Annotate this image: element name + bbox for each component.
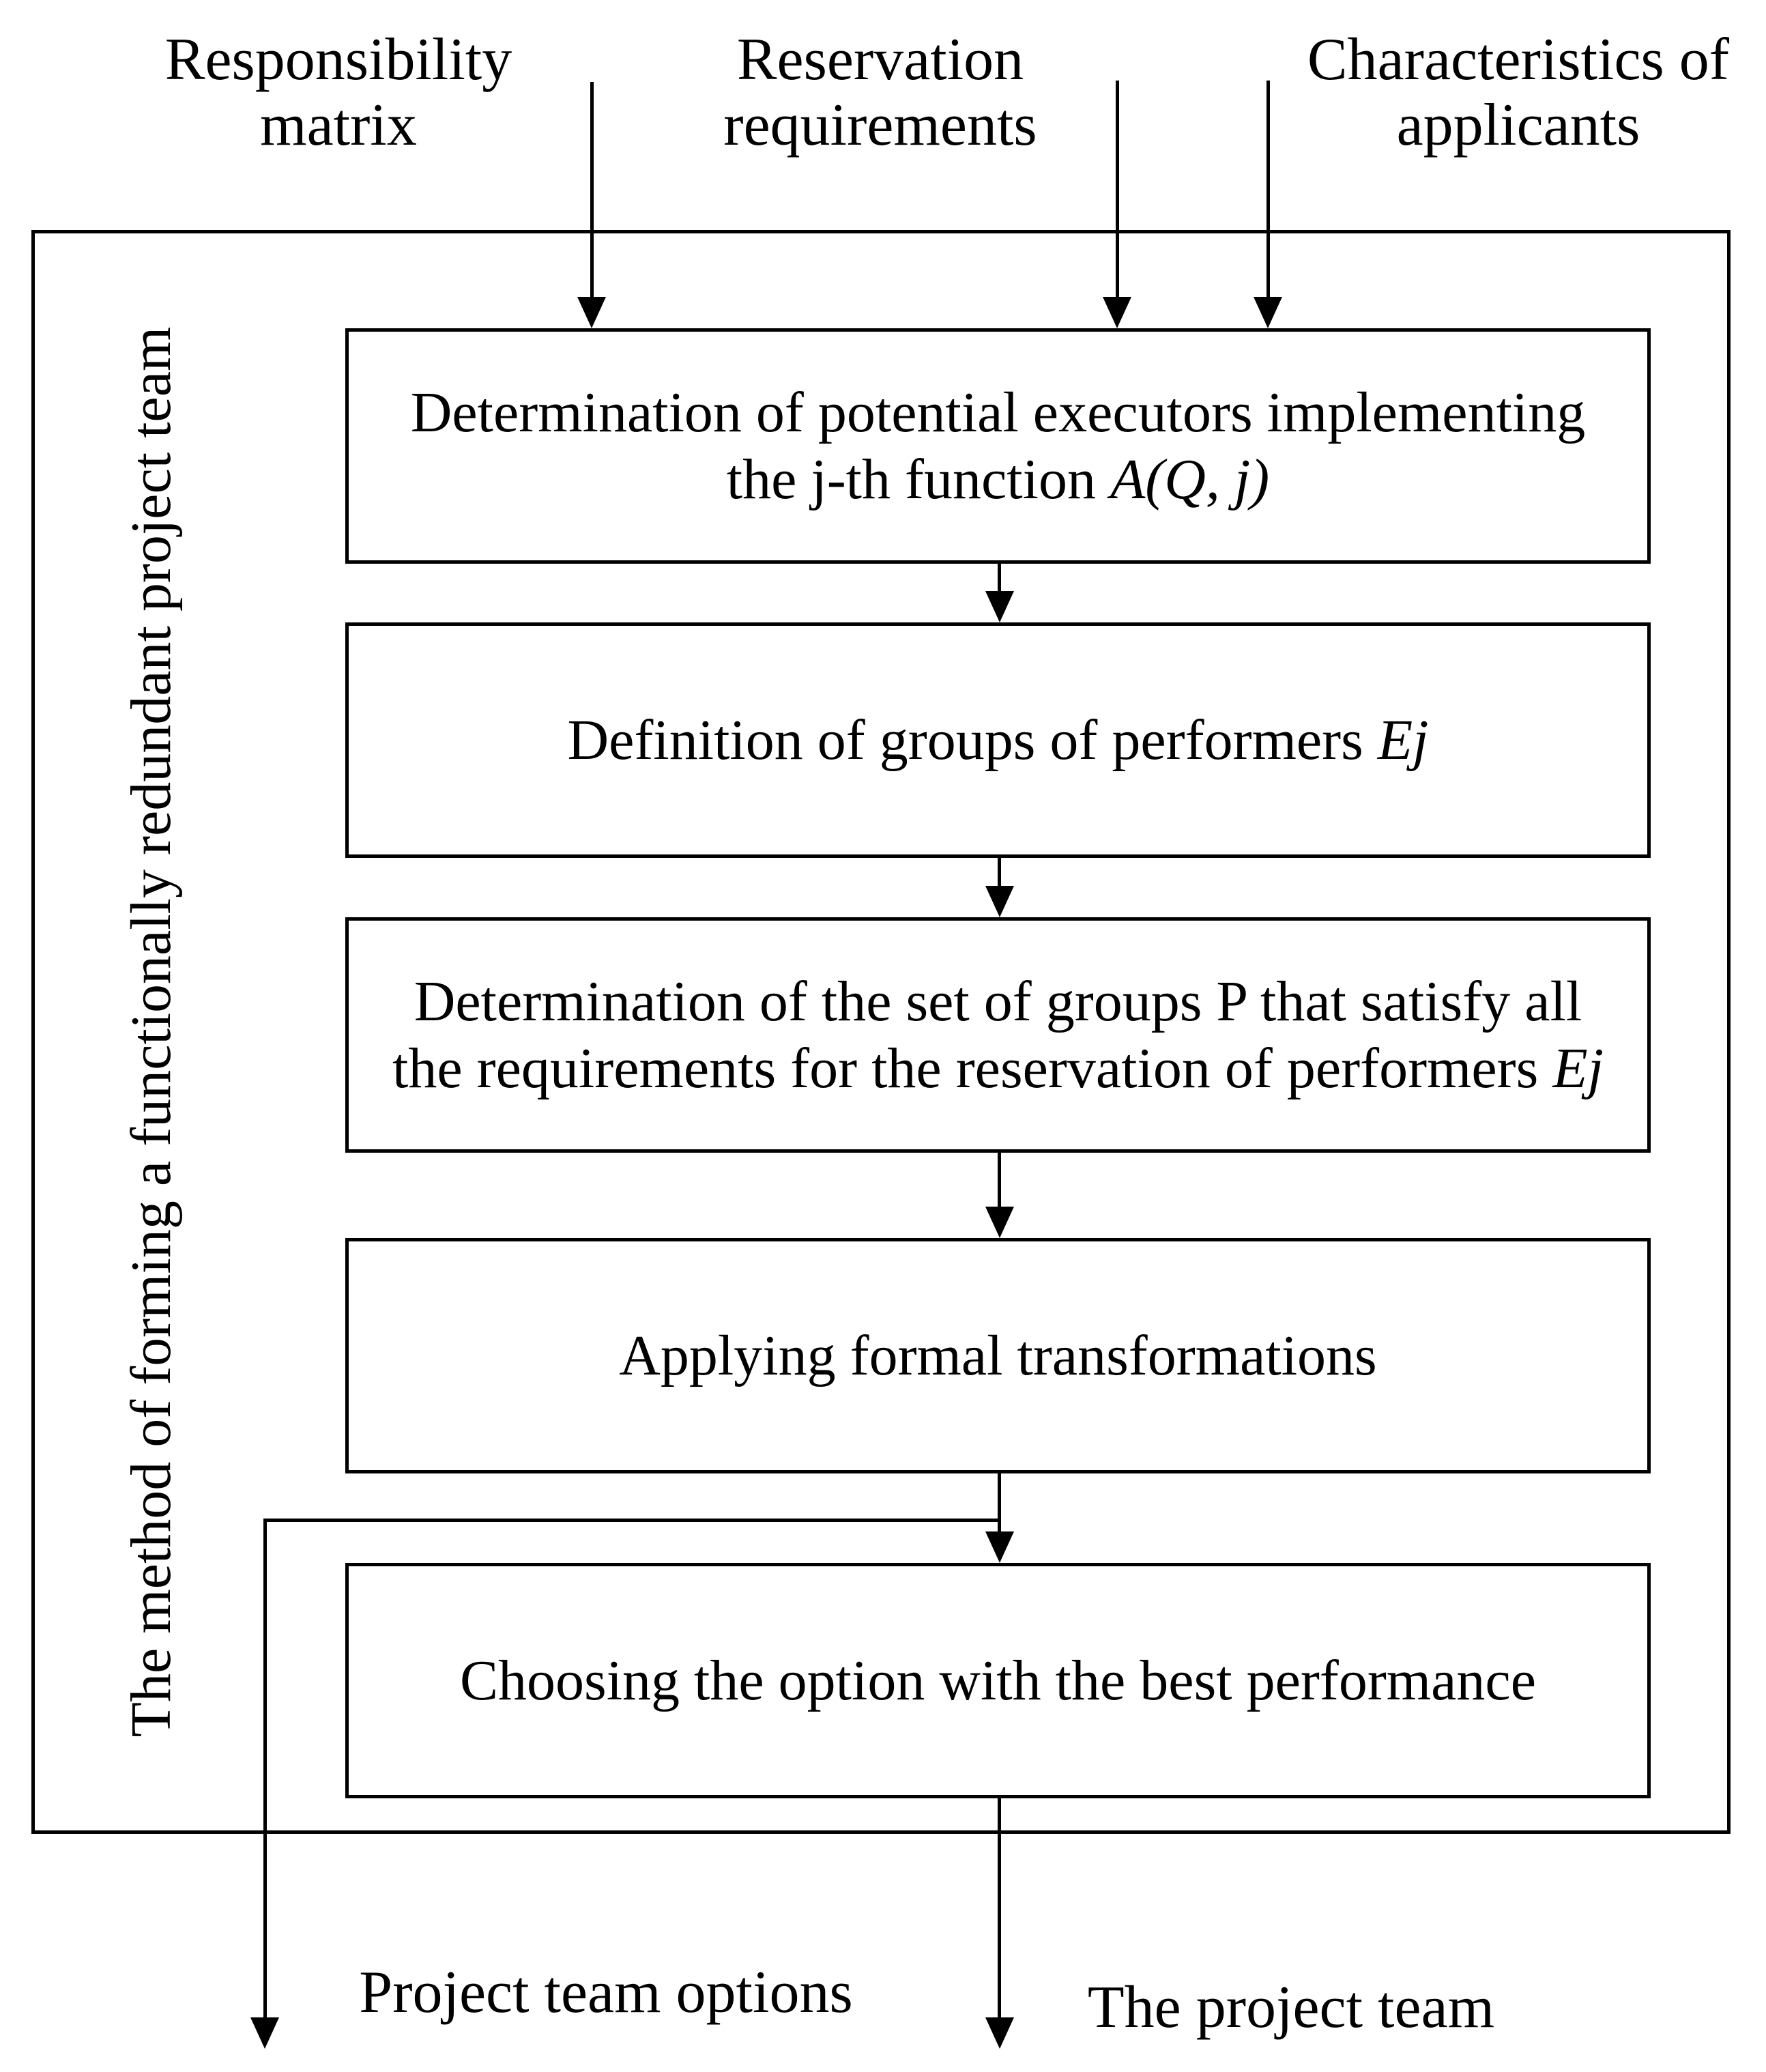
arrow-down-icon bbox=[985, 886, 1014, 917]
arrow-down-icon bbox=[250, 2017, 279, 2049]
output-label-the-project-team: The project team bbox=[1087, 1974, 1495, 2041]
input-arrow-line-3 bbox=[1266, 81, 1270, 300]
step-text-main: Choosing the option with the best perfor… bbox=[459, 1648, 1536, 1712]
output-line-right bbox=[998, 1797, 1001, 2019]
arrow-down-icon bbox=[985, 1207, 1014, 1238]
input-label-responsibility-matrix: Responsibility matrix bbox=[164, 27, 512, 158]
branch-line-horizontal bbox=[265, 1519, 1000, 1522]
method-side-label: The method of forming a functionally red… bbox=[119, 326, 183, 1738]
arrow-down-icon bbox=[1103, 297, 1131, 328]
step-text: Determination of the set of groups P tha… bbox=[392, 968, 1604, 1102]
step-text: Definition of groups of performers Ej bbox=[567, 707, 1428, 774]
output-label-project-team-options: Project team options bbox=[359, 1959, 853, 2026]
step-text: Choosing the option with the best perfor… bbox=[460, 1647, 1536, 1714]
step-box-formal-transformations: Applying formal transformations bbox=[345, 1238, 1651, 1473]
step-text: Determination of potential executors imp… bbox=[411, 379, 1586, 513]
step-box-define-groups: Definition of groups of performers Ej bbox=[345, 622, 1651, 858]
step-box-choose-best-option: Choosing the option with the best perfor… bbox=[345, 1563, 1651, 1798]
arrow-down-icon bbox=[985, 2017, 1014, 2049]
step-text-main: Determination of the set of groups P tha… bbox=[392, 969, 1582, 1100]
step-box-determine-executors: Determination of potential executors imp… bbox=[345, 328, 1651, 564]
step-text-main: Applying formal transformations bbox=[619, 1323, 1377, 1387]
step-text-math: A(Q, j) bbox=[1110, 447, 1270, 511]
arrow-down-icon bbox=[577, 297, 606, 328]
connector-line-step4-step5 bbox=[998, 1472, 1001, 1536]
step-text: Applying formal transformations bbox=[619, 1323, 1376, 1390]
input-label-reservation-requirements: Reservation requirements bbox=[723, 27, 1037, 158]
step-box-determine-set-of-groups: Determination of the set of groups P tha… bbox=[345, 917, 1651, 1153]
method-frame bbox=[31, 230, 1731, 1834]
step-text-math: Ej bbox=[1377, 708, 1429, 772]
connector-line-step3-step4 bbox=[998, 1151, 1001, 1211]
arrow-down-icon bbox=[1254, 297, 1282, 328]
branch-line-vertical bbox=[263, 1519, 267, 2019]
arrow-down-icon bbox=[985, 1531, 1014, 1563]
input-label-characteristics-of-applicants: Characteristics of applicants bbox=[1307, 27, 1730, 158]
input-arrow-line-1 bbox=[590, 82, 594, 300]
step-text-math: Ej bbox=[1552, 1036, 1604, 1100]
step-text-main: Determination of potential executors imp… bbox=[410, 380, 1586, 511]
connector-line-step1-step2 bbox=[998, 562, 1001, 596]
step-text-main: Definition of groups of performers bbox=[567, 708, 1378, 772]
input-arrow-line-2 bbox=[1116, 81, 1119, 300]
connector-line-step2-step3 bbox=[998, 857, 1001, 891]
arrow-down-icon bbox=[985, 591, 1014, 622]
